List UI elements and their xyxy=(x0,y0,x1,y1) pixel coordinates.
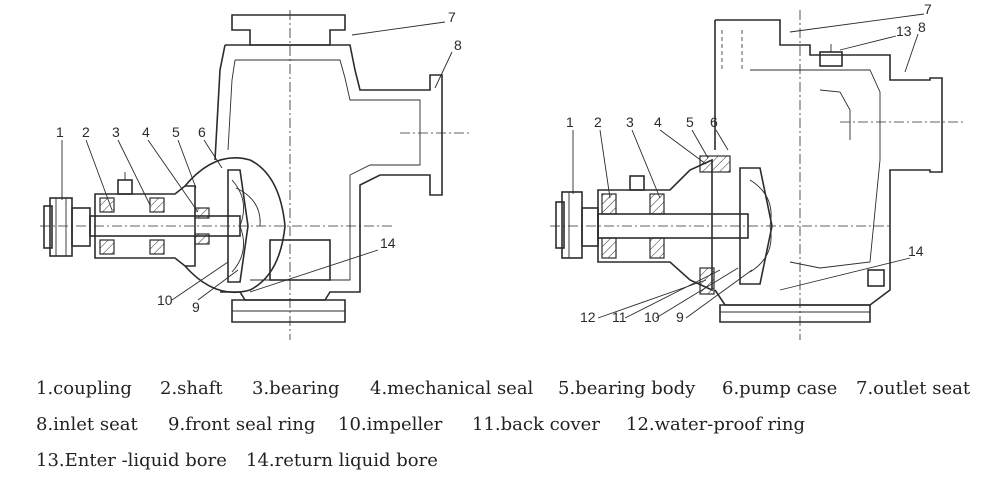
legend-item: 2.shaft xyxy=(160,377,223,399)
legend-item: 10.impeller xyxy=(338,413,443,435)
left-callout: 10 xyxy=(157,292,173,308)
left-callout: 8 xyxy=(454,37,462,53)
left-pump-drawing xyxy=(40,10,470,340)
right-callout: 11 xyxy=(612,309,627,325)
right-callout: 5 xyxy=(686,114,694,130)
legend-item: 12.water-proof ring xyxy=(626,413,805,435)
legend-item: 7.outlet seat xyxy=(856,377,971,399)
left-callout: 14 xyxy=(380,235,396,251)
left-callout: 4 xyxy=(142,124,150,140)
parts-legend: 1.coupling 2.shaft 3.bearing 4.mechanica… xyxy=(36,370,986,478)
left-callout: 5 xyxy=(172,124,180,140)
right-callout: 9 xyxy=(676,309,684,325)
right-callout: 7 xyxy=(924,1,932,17)
legend-item: 5.bearing body xyxy=(558,377,696,399)
left-callout-labels: 1 2 3 4 5 6 7 8 9 10 14 xyxy=(56,9,462,315)
right-callout: 3 xyxy=(626,114,634,130)
pump-cross-section-figure: 1 2 3 4 5 6 7 8 9 10 14 xyxy=(40,1,965,340)
legend-item: 8.inlet seat xyxy=(36,413,138,435)
right-callout: 13 xyxy=(896,23,912,39)
legend-item: 13.Enter -liquid bore xyxy=(36,449,227,471)
left-callout: 1 xyxy=(56,124,64,140)
right-callout: 10 xyxy=(644,309,660,325)
legend-row: 1.coupling 2.shaft 3.bearing 4.mechanica… xyxy=(36,370,986,406)
right-callout-leaders xyxy=(572,13,925,319)
legend-item: 4.mechanical seal xyxy=(370,377,534,399)
left-callout: 7 xyxy=(448,9,456,25)
legend-row: 13.Enter -liquid bore 14.return liquid b… xyxy=(36,442,986,478)
left-callout: 9 xyxy=(192,299,200,315)
right-callout: 1 xyxy=(566,114,574,130)
right-callout: 12 xyxy=(580,309,596,325)
legend-item: 6.pump case xyxy=(722,377,838,399)
legend-item: 1.coupling xyxy=(36,377,132,399)
right-callout: 6 xyxy=(710,114,718,130)
right-callout: 4 xyxy=(654,114,662,130)
left-callout-leaders xyxy=(61,21,453,301)
right-callout: 8 xyxy=(918,19,926,35)
right-callout: 14 xyxy=(908,243,924,259)
legend-item: 11.back cover xyxy=(472,413,600,435)
pump-drawings: 1 2 3 4 5 6 7 8 9 10 14 xyxy=(40,1,965,340)
legend-item: 3.bearing xyxy=(252,377,340,399)
right-callout: 2 xyxy=(594,114,602,130)
legend-item: 9.front seal ring xyxy=(168,413,316,435)
right-pump-drawing xyxy=(550,10,965,340)
legend-row: 8.inlet seat 9.front seal ring 10.impell… xyxy=(36,406,986,442)
left-callout: 2 xyxy=(82,124,90,140)
legend-item: 14.return liquid bore xyxy=(246,449,438,471)
right-callout-labels: 1 2 3 4 5 6 7 13 8 12 11 10 9 14 xyxy=(566,1,932,325)
left-callout: 6 xyxy=(198,124,206,140)
left-callout: 3 xyxy=(112,124,120,140)
